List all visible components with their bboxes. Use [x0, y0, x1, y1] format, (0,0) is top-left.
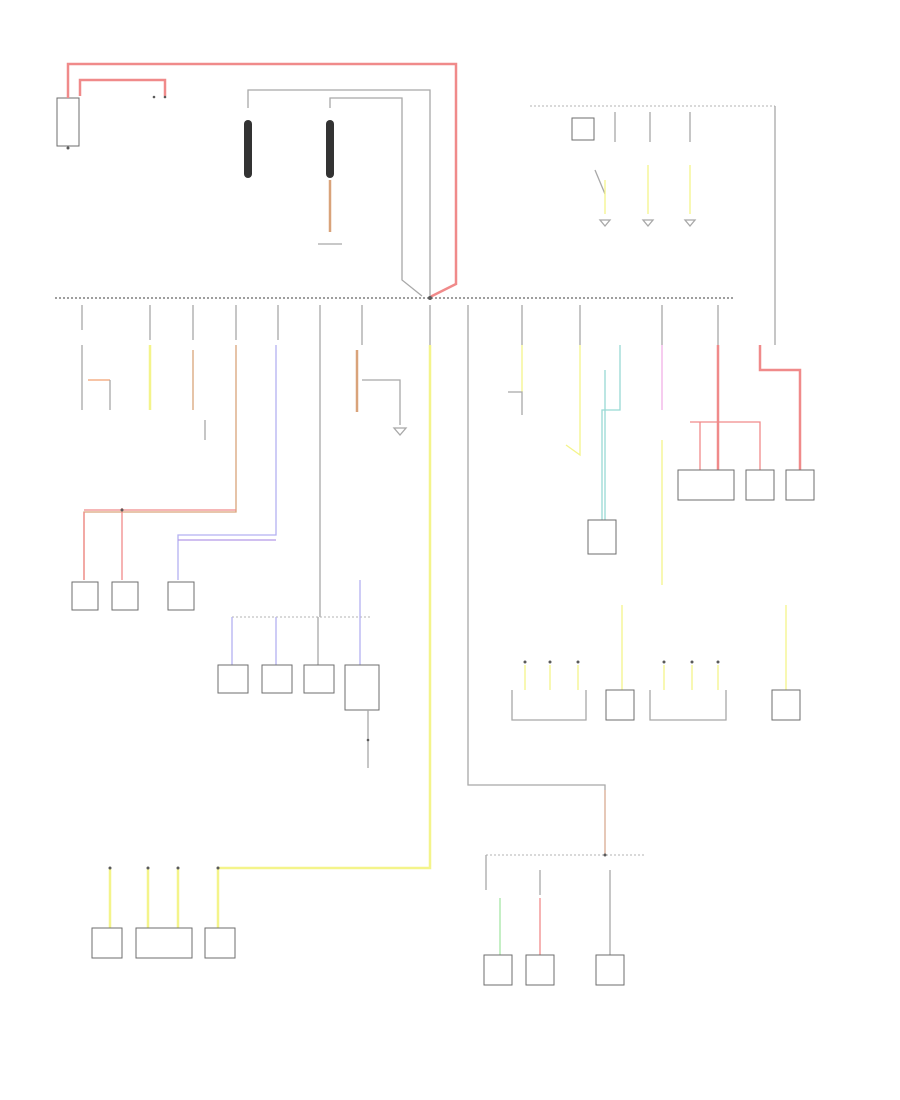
branch-r2-teal: [601, 345, 621, 520]
component-box-r2: [677, 469, 735, 501]
component-box-r7: [483, 954, 513, 986]
relay-box: [571, 117, 595, 141]
right-trunk-wire: [467, 305, 606, 855]
component-box-r6: [771, 689, 801, 721]
component-box-r5: [605, 689, 635, 721]
bottom-right-components: [483, 854, 645, 986]
component-box-r8: [525, 954, 555, 986]
terminal-dots: [108, 660, 720, 870]
fusible-links-group: [244, 89, 431, 297]
terminal-dot: [216, 866, 220, 870]
switch-output-dot: [366, 738, 370, 742]
relay-switch: [594, 169, 606, 195]
fusible-link-feed-wire: [247, 89, 431, 297]
battery-ground-terminal: [66, 146, 70, 150]
component-box-9: [204, 927, 236, 959]
left-branch-circuits: [81, 305, 408, 617]
bottom-left-components: [91, 868, 236, 959]
battery-main-red-wire: [66, 62, 458, 299]
speaker-yellow-stubs: [524, 665, 719, 690]
terminal-dot: [146, 866, 150, 870]
bottom-right-gray: [539, 870, 611, 955]
component-box-8: [135, 927, 193, 959]
terminal-dot: [603, 853, 607, 857]
speaker-connectors: [511, 690, 727, 721]
branch-r4-red-split: [690, 421, 761, 470]
starter-terminal-dot: [163, 95, 167, 99]
component-box-5: [261, 664, 293, 694]
terminal-dot: [690, 660, 694, 664]
underhood-fuse-panel: [530, 105, 776, 345]
fusible-link-b: [326, 120, 334, 178]
terminal-dot: [662, 660, 666, 664]
fuse-stubs: [614, 112, 691, 142]
battery-starter-red-wire: [78, 78, 167, 96]
branch-4-splice: [120, 508, 124, 512]
component-box-1: [71, 581, 99, 611]
terminal-dot: [523, 660, 527, 664]
component-box-r9: [595, 954, 625, 986]
battery-symbol: [56, 97, 80, 147]
fusible-link-2-feed-wire: [329, 97, 423, 297]
terminal-dot: [548, 660, 552, 664]
component-box-7: [91, 927, 123, 959]
branch-r2-yellow: [565, 345, 581, 457]
bottom-left-yellow-wires: [108, 868, 180, 928]
branch-7-ground-wire: [362, 379, 401, 425]
yellow-feed-wire: [216, 345, 432, 928]
main-splice-point: [428, 296, 432, 300]
switch-box: [344, 664, 380, 711]
terminal-dot: [576, 660, 580, 664]
component-box-3: [167, 581, 195, 611]
right-branch-circuits: [467, 305, 815, 855]
fusible-link-a: [244, 120, 252, 178]
starter-terminal-dot-2: [152, 95, 156, 99]
fuse-panel-grounds: [598, 219, 697, 228]
component-box-r3: [745, 469, 775, 501]
component-box-4: [217, 664, 249, 694]
branch-4-red-wires: [83, 508, 123, 580]
component-box-2: [111, 581, 139, 611]
component-box-r1: [587, 519, 617, 555]
branch-7-ground: [392, 427, 408, 436]
component-box-6: [303, 664, 335, 694]
terminal-dot: [108, 866, 112, 870]
battery-group: [56, 62, 458, 299]
terminal-dot: [716, 660, 720, 664]
terminal-dot: [176, 866, 180, 870]
branch-5-blue-wire: [177, 345, 277, 580]
component-box-r4: [785, 469, 815, 501]
branch-r5-red: [758, 345, 802, 470]
left-lower-components: [71, 580, 380, 768]
branch-r1-return: [508, 391, 523, 415]
